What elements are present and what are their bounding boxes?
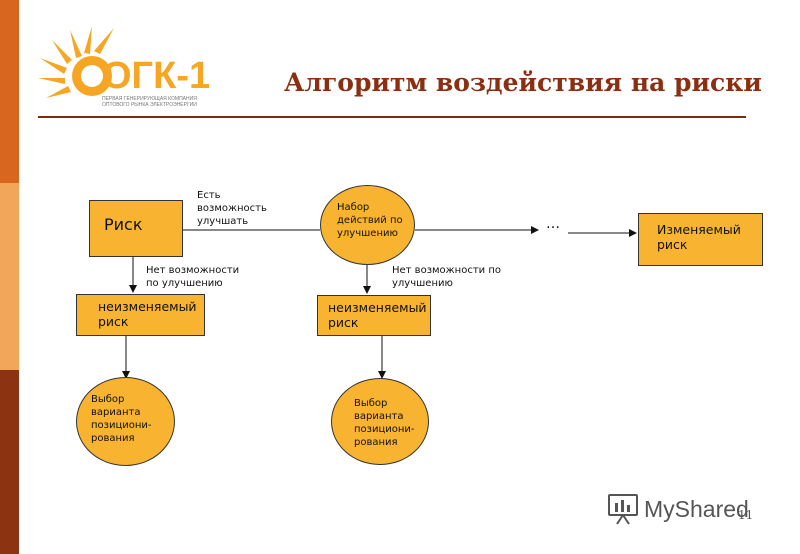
title-divider <box>38 116 746 118</box>
continuation-ellipsis: … <box>546 216 560 232</box>
improve-label-line3: улучшать <box>197 216 249 227</box>
unchanged-risk-node-1: неизменяемый риск <box>76 294 205 336</box>
no-improve-2-line2: улучшению <box>392 278 453 289</box>
changed-risk-line2: риск <box>657 237 688 252</box>
accent-stripe-bottom <box>0 370 19 554</box>
choice-2-line1: Выбор <box>354 398 388 409</box>
improve-label-line2: возможность <box>197 203 267 214</box>
unchanged-risk-1-line2: риск <box>98 314 129 329</box>
improvement-actions-node: Набор действий по улучшению <box>320 185 415 265</box>
logo-subtitle-line2: ОПТОВОГО РЫНКА ЭЛЕКТРОЭНЕРГИИ <box>102 102 197 108</box>
positioning-choice-node-1: Выбор варианта позициони- рования <box>76 377 175 466</box>
actions-line2: действий по <box>337 215 403 226</box>
improve-label-line1: Есть <box>197 190 221 201</box>
choice-1-line1: Выбор <box>91 394 125 405</box>
actions-line1: Набор <box>337 202 370 213</box>
positioning-choice-node-2: Выбор варианта позициони- рования <box>331 378 429 465</box>
risk-node-label: Риск <box>104 215 143 234</box>
unchanged-risk-2-line2: риск <box>328 315 359 330</box>
unchanged-risk-2-line1: неизменяемый <box>328 300 427 315</box>
no-improve-label-2: Нет возможности по улучшению <box>392 264 501 290</box>
actions-line3: улучшению <box>337 228 398 239</box>
presentation-board-icon <box>608 494 638 525</box>
choice-2-line2: варианта <box>354 411 404 422</box>
choice-2-line3: позициони- <box>354 424 415 435</box>
unchanged-risk-1-line1: неизменяемый <box>98 299 197 314</box>
watermark-text: MyShared <box>644 496 749 522</box>
logo-subtitle-line1: ПЕРВАЯ ГЕНЕРИРУЮЩАЯ КОМПАНИЯ <box>102 96 197 102</box>
watermark-logo: MyShared <box>608 494 749 525</box>
logo-brand-text: ОГК-1 <box>102 55 210 97</box>
accent-stripe-middle <box>0 183 19 370</box>
changed-risk-node: Изменяемый риск <box>638 213 763 266</box>
choice-1-line2: варианта <box>91 407 141 418</box>
choice-2-line4: рования <box>354 437 398 448</box>
no-improve-label-1: Нет возможности по улучшению <box>146 264 239 290</box>
accent-stripe-top <box>0 0 19 183</box>
changed-risk-line1: Изменяемый <box>657 222 741 237</box>
no-improve-1-line2: по улучшению <box>146 278 223 289</box>
choice-1-line3: позициони- <box>91 420 152 431</box>
no-improve-1-line1: Нет возможности <box>146 265 240 276</box>
improve-label: Есть возможность улучшать <box>197 189 267 228</box>
risk-node: Риск <box>89 200 183 257</box>
page-number: 11 <box>738 508 754 522</box>
choice-1-line4: рования <box>91 433 135 444</box>
slide-title: Алгоритм воздействия на риски <box>284 68 762 97</box>
sun-rays-icon <box>38 26 114 98</box>
no-improve-2-line1: Нет возможности по <box>392 265 501 276</box>
company-logo: ОГК-1 ПЕРВАЯ ГЕНЕРИРУЮЩАЯ КОМПАНИЯ ОПТОВ… <box>38 26 210 108</box>
unchanged-risk-node-2: неизменяемый риск <box>317 295 431 336</box>
